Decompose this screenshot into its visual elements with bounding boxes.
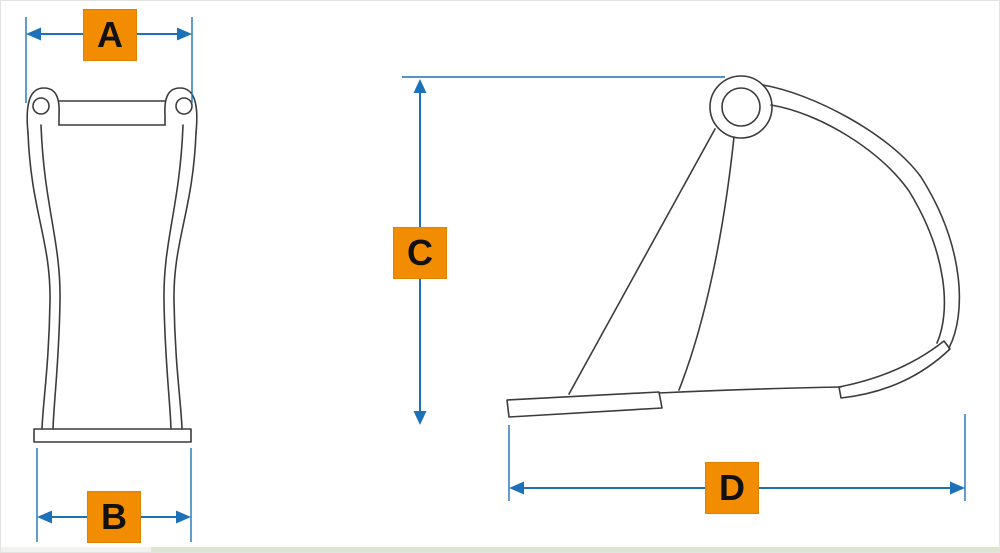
side-pin-boss-outer-icon <box>709 75 773 139</box>
front-right-ear-outline <box>164 87 198 134</box>
dimension-b-arrow <box>36 448 192 542</box>
dimension-d-arrow <box>508 414 966 501</box>
dimension-label-c: C <box>393 227 447 279</box>
front-right-inner-edge <box>163 124 184 430</box>
bucket-side-view-drawing <box>506 75 961 418</box>
front-left-outer-edge <box>27 132 51 430</box>
side-wear-pad-crescent <box>838 340 951 399</box>
front-right-pin-hole-icon <box>175 97 193 115</box>
dimension-a-arrow <box>25 17 193 103</box>
dimension-c-arrowhead-bottom <box>413 411 427 425</box>
front-left-inner-edge <box>40 124 61 430</box>
dimension-label-d: D <box>705 462 759 514</box>
side-pin-boss-inner-icon <box>721 87 761 127</box>
front-right-outer-edge <box>173 132 197 430</box>
front-left-ear-outline <box>26 87 60 134</box>
dimension-a-arrowhead-left <box>26 27 41 41</box>
front-left-pin-hole-icon <box>32 97 50 115</box>
front-base-plate <box>33 428 192 443</box>
side-floor-line <box>658 386 842 394</box>
bottom-strip-left-segment <box>1 547 151 552</box>
dimension-label-a: A <box>83 9 137 61</box>
side-inner-wall-curve <box>678 136 735 391</box>
dimension-a-arrowhead-right <box>177 27 192 41</box>
dimension-b-arrowhead-left <box>37 510 52 524</box>
bucket-front-view-drawing <box>26 87 198 443</box>
side-back-outer-curve <box>762 84 961 349</box>
page-bottom-strip <box>1 547 999 552</box>
dimension-c-arrow <box>402 76 725 425</box>
dimension-d-arrowhead-left <box>509 481 524 495</box>
side-back-inner-curve <box>770 104 946 344</box>
dimension-c-arrowhead-top <box>413 79 427 93</box>
side-cutting-blade <box>506 391 663 418</box>
dimension-label-b: B <box>87 491 141 543</box>
dimension-d-arrowhead-right <box>950 481 965 495</box>
side-front-edge-line <box>568 128 716 395</box>
dimension-b-arrowhead-right <box>176 510 191 524</box>
bottom-strip-right-segment <box>151 547 999 552</box>
